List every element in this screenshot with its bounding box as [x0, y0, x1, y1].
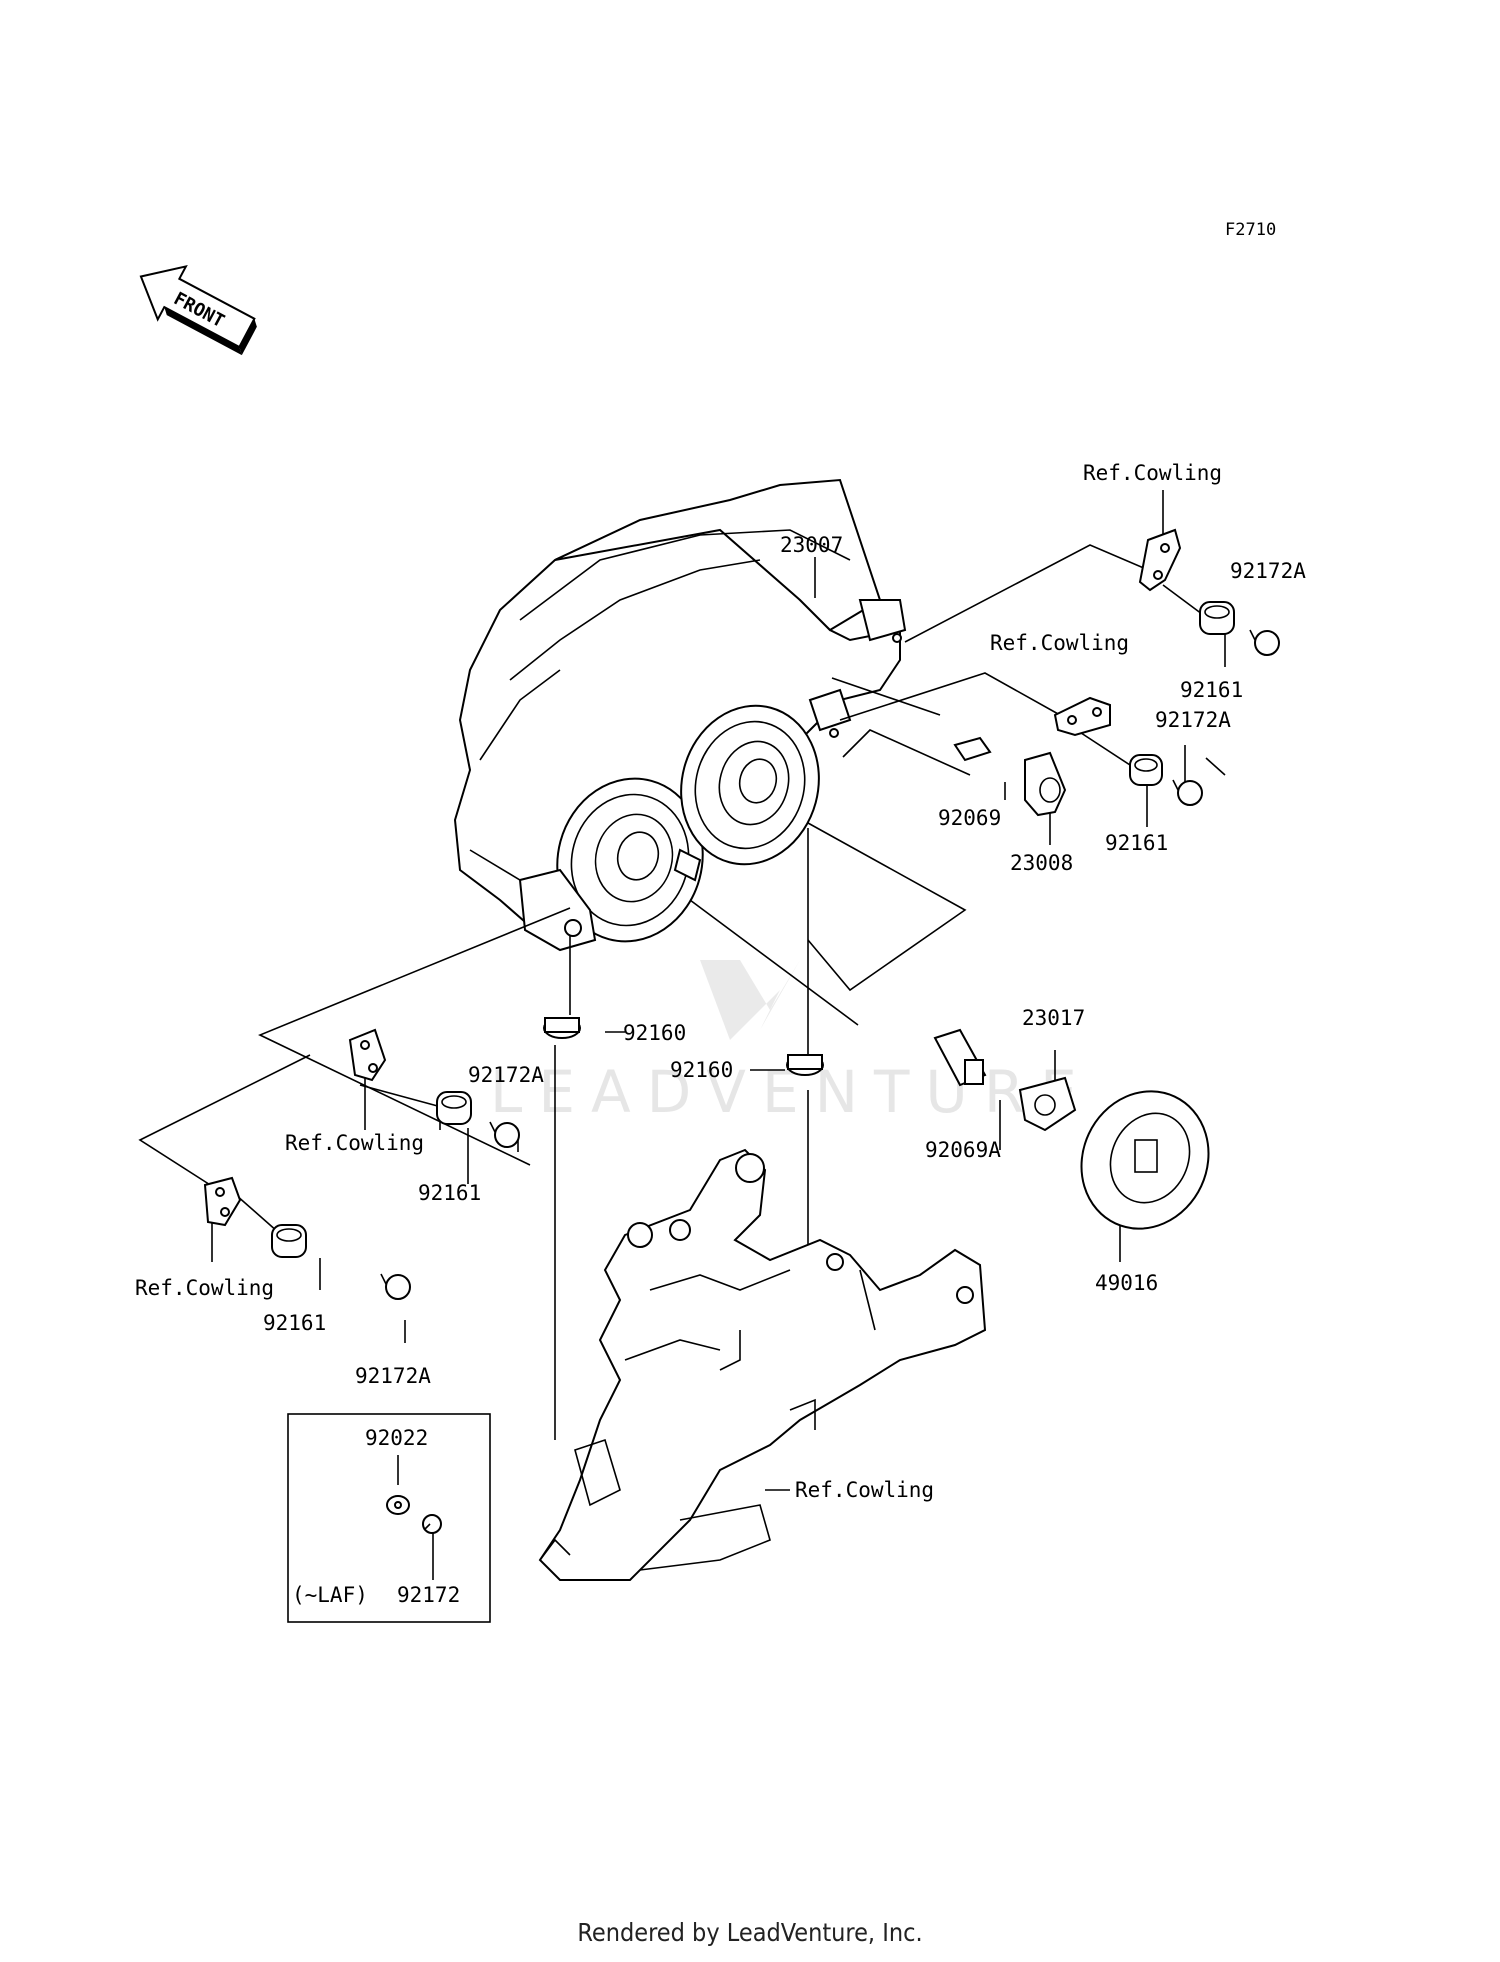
label-23007: 23007	[780, 533, 843, 557]
screw-92172a-2	[1172, 779, 1203, 806]
inset-note: (~LAF)	[292, 1583, 368, 1607]
cowling-stay-top	[1138, 528, 1182, 592]
grommet-92161-3	[436, 1091, 472, 1125]
label-23017: 23017	[1022, 1006, 1085, 1030]
label-ref-cowling-mid: Ref.Cowling	[990, 631, 1129, 655]
cowling-stay-left2	[203, 1176, 242, 1227]
screw-92172a-4	[380, 1273, 411, 1300]
front-arrow-icon: FRONT	[139, 264, 257, 356]
label-92069a: 92069A	[925, 1138, 1001, 1162]
grommet-92161-2	[1129, 754, 1163, 786]
label-92160-1: 92160	[623, 1021, 686, 1045]
label-92161-4: 92161	[263, 1311, 326, 1335]
grommet-92160-2	[786, 1054, 824, 1076]
grommet-92161-4	[271, 1224, 307, 1258]
screw-92172a-3	[489, 1121, 520, 1148]
high-beam-reflector	[680, 704, 820, 866]
washer-92022	[386, 1495, 410, 1515]
headlight-bulb-92069a	[933, 1028, 987, 1087]
socket-23008	[1024, 751, 1067, 817]
grommet-92161-1	[1199, 601, 1235, 635]
figure-code: F2710	[1225, 220, 1276, 240]
inset-box	[287, 1413, 491, 1623]
grommet-92160-1	[543, 1017, 581, 1039]
label-92161-3: 92161	[418, 1181, 481, 1205]
socket-23017	[1018, 1076, 1077, 1132]
label-92160-2: 92160	[670, 1058, 733, 1082]
part-labels: 23007 Ref.Cowling 92172A Ref.Cowling 921…	[135, 461, 1306, 1607]
headlight-assembly	[453, 478, 907, 952]
leader-lines	[138, 490, 1226, 1580]
footer-credit: Rendered by LeadVenture, Inc.	[577, 1918, 923, 1947]
dust-cap-49016	[1080, 1090, 1210, 1230]
label-92172a-3: 92172A	[468, 1063, 544, 1087]
screw-92172	[422, 1514, 442, 1534]
position-bulb-92069	[953, 736, 992, 762]
label-92161-2: 92161	[1105, 831, 1168, 855]
label-92161-1: 92161	[1180, 678, 1243, 702]
cowling-stay-mid	[1053, 696, 1111, 737]
leadventure-watermark: LEADVENTURE	[490, 960, 1077, 1126]
label-ref-cowling-top: Ref.Cowling	[1083, 461, 1222, 485]
label-ref-cowling-left2: Ref.Cowling	[135, 1276, 274, 1300]
label-92172a-2: 92172A	[1155, 708, 1231, 732]
label-ref-cowling-left1: Ref.Cowling	[285, 1131, 424, 1155]
label-ref-cowling-bracket: Ref.Cowling	[795, 1478, 934, 1502]
low-beam-reflector	[556, 777, 704, 943]
label-92172: 92172	[397, 1583, 460, 1607]
label-49016: 49016	[1095, 1271, 1158, 1295]
label-92022: 92022	[365, 1426, 428, 1450]
label-23008: 23008	[1010, 851, 1073, 875]
screw-92172a-1	[1249, 629, 1280, 656]
headlight-bracket	[538, 1148, 987, 1581]
cowling-stay-left1	[348, 1028, 387, 1082]
label-92172a-1: 92172A	[1230, 559, 1306, 583]
label-92172a-4: 92172A	[355, 1364, 431, 1388]
label-92069: 92069	[938, 806, 1001, 830]
